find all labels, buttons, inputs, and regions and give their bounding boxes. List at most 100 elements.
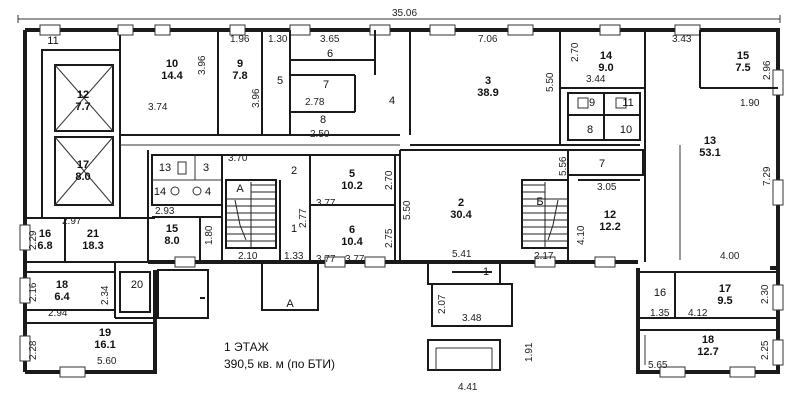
room-16-area: 6.8 [37,240,52,252]
room-3-number: 3 [485,75,491,87]
dim-377c: 3.77 [345,254,365,265]
entrance-a-label: А [286,298,294,310]
room-5-number: 5 [277,75,283,87]
room-15b-area: 8.0 [164,235,179,247]
dim-216: 2.16 [28,282,39,302]
dim-278: 2.78 [305,97,325,108]
room-4-number: 4 [389,95,395,107]
dim-135: 1.35 [650,308,670,319]
room-13b-number: 13 [159,162,171,174]
dim-270b: 2.70 [384,170,395,190]
dim-560: 5.60 [97,356,117,367]
room-12-area: 7.7 [75,101,90,113]
dim-377: 3.77 [316,198,336,209]
room-9-number: 9 [237,58,243,70]
room-14-number: 14 [600,50,613,62]
dim-250: 2.50 [310,129,330,140]
dim-556: 5.56 [558,156,569,176]
dimension-labels: 3.96 3.74 1.96 1.30 3.65 3.96 2.78 2.50 … [28,34,773,393]
dim-550: 5.50 [545,72,556,92]
room-13-area: 53.1 [699,147,720,159]
room-4b-number: 4 [205,186,211,198]
room-19-area: 16.1 [94,339,115,351]
dim-225: 2.25 [760,340,771,360]
entrances [157,261,513,371]
dim-210: 2.10 [238,251,258,262]
center-lower [221,149,569,262]
dim-410: 4.10 [576,225,587,245]
dim-293: 2.93 [155,206,175,217]
room-6b-number: 6 [349,224,355,236]
stair-b-treads [522,182,568,248]
dim-305: 3.05 [597,182,617,193]
room-14b-number: 14 [154,186,166,198]
room-6-number: 6 [327,48,333,60]
room-labels: 11 12 7.7 17 8.0 10 14.4 9 7.8 6 5 7 8 4… [37,35,750,358]
dim-294: 2.94 [48,308,68,319]
dim-228: 2.28 [28,340,39,360]
room-2a-number: 2 [291,165,297,177]
dim-297: 2.97 [62,216,82,227]
dim-441: 4.41 [458,382,478,393]
dim-133: 1.33 [284,251,304,262]
room-12b-number: 12 [604,209,616,221]
dim-207: 2.07 [437,294,448,314]
room-16b-number: 16 [654,287,666,299]
overall-dimension-line: 35.06 [17,8,781,23]
room-13-number: 13 [704,135,716,147]
room-15-number: 15 [737,50,749,62]
dim-296: 2.96 [762,60,773,80]
room-7b-number: 7 [599,158,605,170]
dim-217: 2.17 [534,251,554,262]
room-12b-area: 12.2 [599,221,620,233]
room-10-area: 14.4 [161,70,183,82]
dim-130: 1.30 [268,34,288,45]
room-11b-number: 11 [622,97,633,109]
dim-550b: 5.50 [402,200,413,220]
room-5b-number: 5 [349,168,355,180]
room-18b-number: 18 [702,334,714,346]
room-9b-number: 9 [589,97,595,109]
room-6b-area: 10.4 [341,236,363,248]
dim-706: 7.06 [478,34,498,45]
room-15-area: 7.5 [735,62,750,74]
room-18b-area: 12.7 [697,346,718,358]
dim-365: 3.65 [320,34,340,45]
dim-396: 3.96 [197,55,208,75]
room-12-number: 12 [77,89,89,101]
room-10-number: 10 [166,58,178,70]
dim-275: 2.75 [384,228,395,248]
stair-a-label: А [236,183,244,195]
right-wing [638,145,778,365]
dim-377b: 3.77 [316,254,336,265]
area-label: 390,5 кв. м (по БТИ) [224,357,335,371]
dim-396b: 3.96 [251,88,262,108]
room-2b-number: 2 [458,197,464,209]
room-9-area: 7.8 [232,70,247,82]
overall-dimension-text: 35.06 [392,8,417,19]
room-17b-area: 9.5 [717,295,732,307]
room-21-number: 21 [87,228,99,240]
dim-412: 4.12 [688,308,708,319]
windows-left [19,24,784,378]
dim-277: 2.77 [298,208,309,228]
room-18-area: 6.4 [54,291,70,303]
room-20-number: 20 [131,279,143,291]
room-14-area: 9.0 [598,62,613,74]
dim-374: 3.74 [148,102,168,113]
room-10b-number: 10 [620,124,632,136]
room-11-number: 11 [47,35,58,47]
center-upper [217,30,778,262]
dim-565: 5.65 [648,360,668,371]
room-16-number: 16 [39,228,51,240]
room-3-area: 38.9 [477,87,498,99]
dim-234: 2.34 [100,285,111,305]
room-19-number: 19 [99,327,111,339]
dim-729: 7.29 [762,166,773,186]
dim-348: 3.48 [462,313,482,324]
floor-label: 1 ЭТАЖ [224,340,269,354]
dim-400: 4.00 [720,251,740,262]
room-1-number: 1 [291,223,297,235]
dim-196: 1.96 [230,34,250,45]
dim-80: 1.80 [204,225,215,245]
